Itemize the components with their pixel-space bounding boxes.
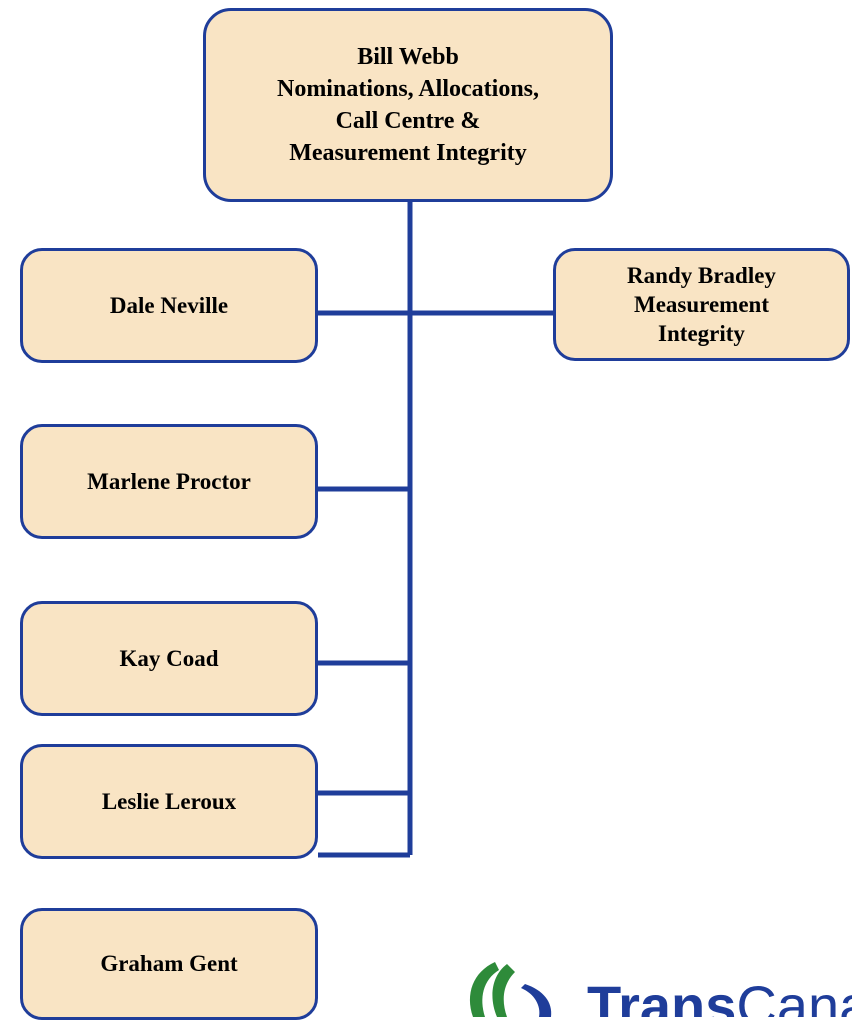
logo-word-light: Canada xyxy=(736,974,852,1018)
dale-name: Dale Neville xyxy=(109,292,229,318)
randy-title-line-1: Measurement xyxy=(634,292,769,317)
marlene-name: Marlene Proctor xyxy=(87,468,251,494)
node-graham-gent: Graham Gent xyxy=(20,908,318,1020)
node-marlene-proctor: Marlene Proctor xyxy=(20,424,318,539)
root-title-line-1: Nominations, Allocations, xyxy=(276,76,540,102)
logo-wordmark: TransCanada xyxy=(587,978,852,1018)
logo-mark-icon xyxy=(469,962,552,1017)
root-title-line-3: Measurement Integrity xyxy=(289,140,527,166)
node-dale-neville: Dale Neville xyxy=(20,248,318,363)
root-title-line-2: Call Centre & xyxy=(335,108,481,134)
node-leslie-leroux: Leslie Leroux xyxy=(20,744,318,859)
graham-name: Graham Gent xyxy=(100,951,238,976)
root-node-bill-webb: Bill Webb Nominations, Allocations, Call… xyxy=(203,8,613,202)
node-kay-coad: Kay Coad xyxy=(20,601,318,716)
leslie-name: Leslie Leroux xyxy=(101,788,237,814)
transcanada-logo: TransCanada xyxy=(455,958,852,1017)
root-name: Bill Webb xyxy=(357,44,459,70)
logo-word-bold: Trans xyxy=(587,974,737,1018)
randy-title-line-2: Integrity xyxy=(658,321,745,346)
node-randy-bradley: Randy Bradley Measurement Integrity xyxy=(553,248,850,361)
kay-name: Kay Coad xyxy=(119,645,219,671)
randy-name: Randy Bradley xyxy=(627,263,776,288)
